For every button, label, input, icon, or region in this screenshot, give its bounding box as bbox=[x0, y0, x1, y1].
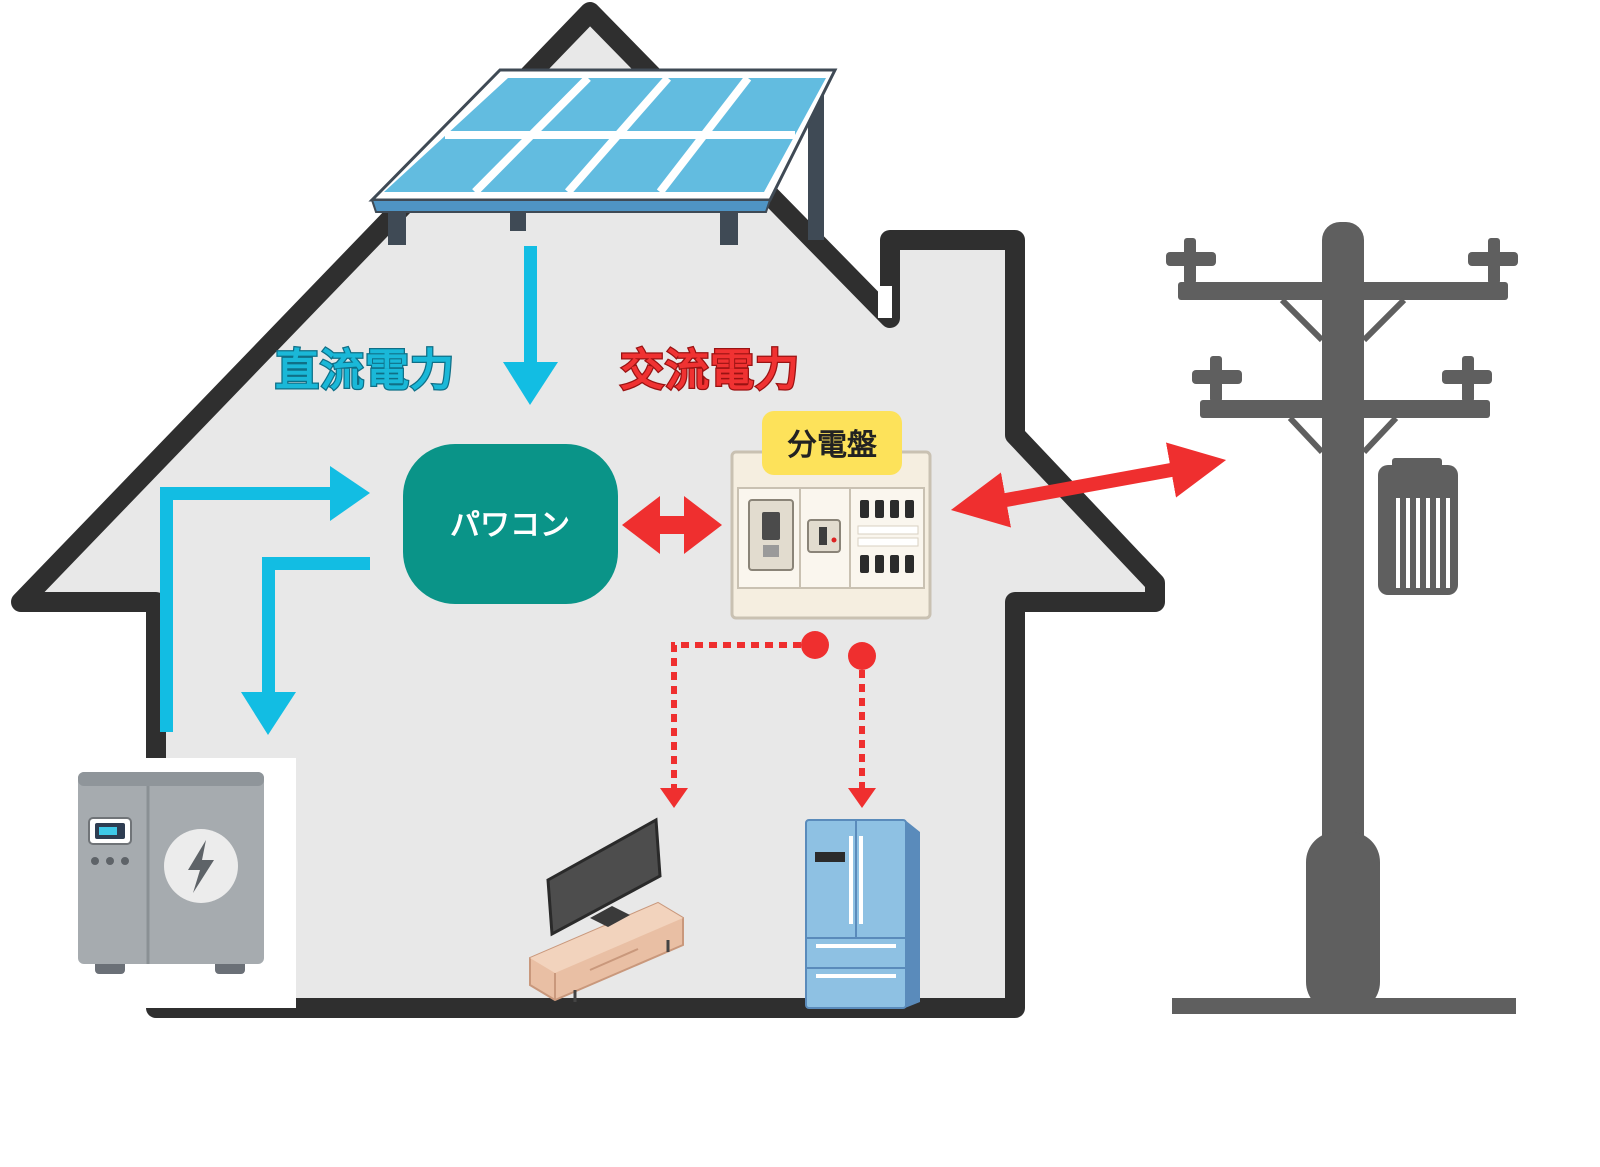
power-conditioner-box bbox=[403, 444, 618, 604]
dc-arrow-battery-to-pcs bbox=[160, 466, 370, 732]
power-conditioner: パワコン bbox=[403, 444, 618, 604]
dc-arrow-solar-to-pcs bbox=[503, 246, 558, 405]
distribution-board-icon bbox=[730, 450, 932, 620]
solar-panel-icon bbox=[368, 68, 838, 245]
distribution-board-label: 分電盤 bbox=[762, 411, 902, 475]
dc-flow-arrows bbox=[160, 246, 558, 735]
refrigerator-icon bbox=[805, 819, 920, 1009]
ac-line-to-tv bbox=[671, 642, 815, 790]
dc-arrow-pcs-to-battery bbox=[241, 557, 370, 735]
ac-arrow-board-to-grid bbox=[950, 442, 1227, 528]
television-icon bbox=[529, 817, 684, 1002]
distribution-board-label-text: 分電盤 bbox=[787, 428, 877, 463]
ac-arrow-pcs-to-board bbox=[622, 496, 722, 554]
utility-pole-icon bbox=[1166, 222, 1518, 1014]
dc-power-label: 直流電力 bbox=[275, 345, 455, 396]
ac-dotted-lines bbox=[660, 631, 876, 808]
ac-power-label: 交流電力 bbox=[620, 345, 800, 396]
power-conditioner-label: パワコン bbox=[450, 508, 570, 543]
house-chimney-gap bbox=[878, 286, 892, 318]
home-battery-icon bbox=[78, 772, 264, 974]
